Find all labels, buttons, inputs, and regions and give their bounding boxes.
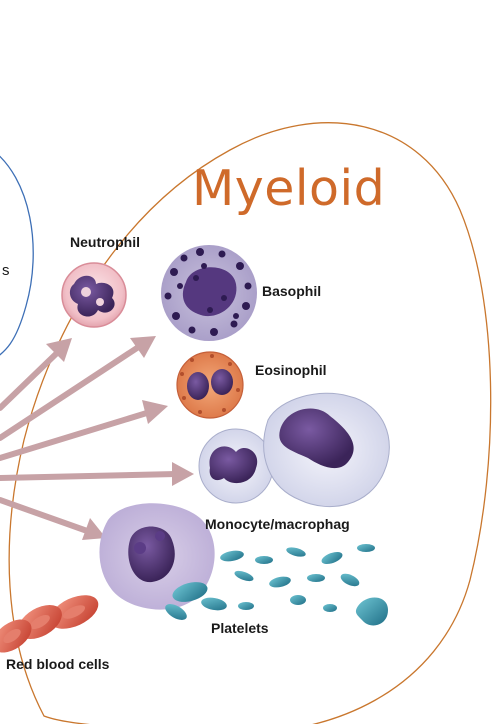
- macrophage-large-cell-icon: [99, 503, 215, 610]
- platelet-icon: [323, 604, 337, 612]
- neutrophil-cell-icon: [61, 262, 127, 328]
- red-blood-cells-group: [0, 595, 99, 653]
- arrows: [0, 336, 194, 540]
- arrow-icon: [0, 462, 194, 486]
- platelet-icon: [307, 574, 325, 582]
- red-blood-cells-label: Red blood cells: [6, 656, 110, 672]
- platelet-icon: [340, 573, 360, 587]
- platelet-icon: [357, 544, 375, 552]
- platelet-icon: [355, 597, 388, 626]
- platelet-icon: [321, 551, 343, 565]
- platelet-icon: [201, 597, 227, 611]
- arrow-icon: [0, 338, 72, 411]
- platelet-icon: [165, 604, 187, 620]
- platelets-label: Platelets: [211, 620, 269, 636]
- macrophage-cell-icon: [263, 392, 390, 507]
- arrow-icon: [0, 497, 106, 540]
- platelet-icon: [234, 570, 254, 582]
- eosinophil-cell-icon: [176, 351, 244, 419]
- basophil-cell-icon: [161, 245, 257, 341]
- platelet-icon: [172, 582, 208, 602]
- platelet-icon: [238, 602, 254, 610]
- lymphoid-outline: [0, 155, 34, 356]
- platelet-icon: [290, 595, 306, 605]
- platelet-icon: [220, 550, 244, 562]
- arrow-icon: [0, 336, 156, 441]
- myeloid-outline: [8, 122, 492, 724]
- platelets-group: [165, 544, 388, 626]
- platelet-icon: [269, 576, 291, 588]
- arrow-icon: [0, 400, 168, 461]
- neutrophil-label: Neutrophil: [70, 234, 140, 250]
- eosinophil-label: Eosinophil: [255, 362, 327, 378]
- platelet-icon: [286, 547, 306, 557]
- basophil-label: Basophil: [262, 283, 322, 299]
- monocyte-macrophage-label: Monocyte/macrophag: [205, 516, 350, 532]
- myeloid-title: Myeloid: [192, 160, 386, 217]
- left-fragment-label: s: [2, 262, 10, 279]
- monocyte-cell-icon: [198, 428, 274, 504]
- platelet-icon: [255, 556, 273, 564]
